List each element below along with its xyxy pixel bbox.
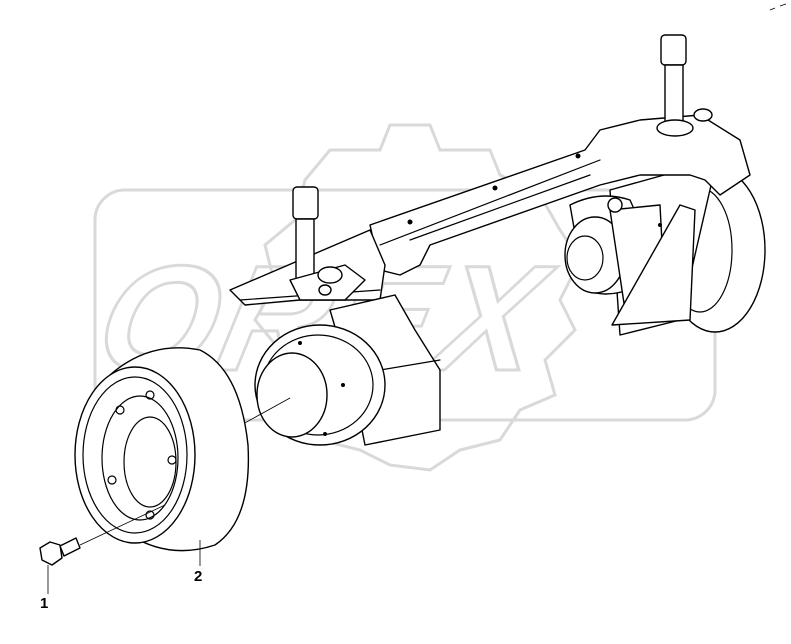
left-hub-assembly — [231, 294, 441, 446]
callout-label-1: 1 — [40, 595, 49, 612]
wheel-part-2 — [74, 347, 250, 552]
leader-lines — [47, 540, 201, 594]
left-kingpin — [289, 186, 366, 301]
right-kingpin — [656, 34, 713, 137]
bolt-part-1 — [39, 504, 166, 566]
corner-mark — [769, 3, 787, 11]
watermark-gear-icon — [253, 123, 582, 472]
callout-label-2: 2 — [194, 568, 203, 585]
